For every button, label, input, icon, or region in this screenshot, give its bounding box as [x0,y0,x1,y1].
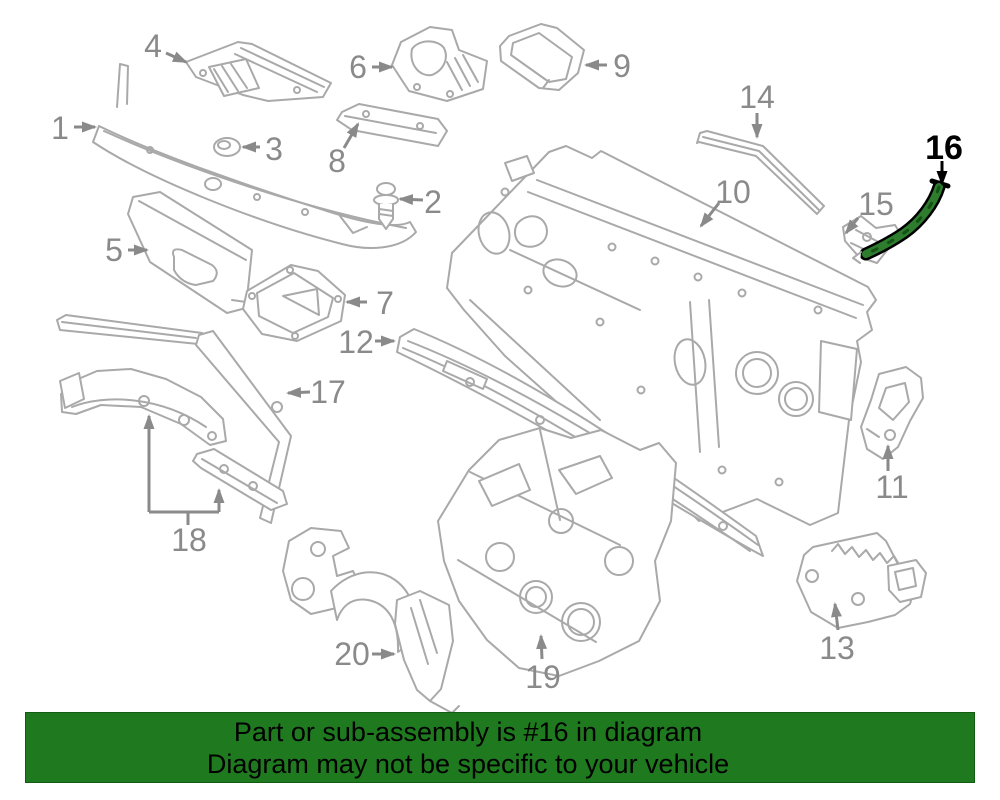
callout-15-arrow [844,217,860,235]
callout-1-label: 1 [51,110,69,146]
part-10-drawing [446,145,877,526]
part-5-drawing [127,191,253,314]
part-6-drawing [391,26,488,102]
part-2-drawing [373,182,399,230]
callout-10-label: 10 [715,174,751,210]
callout-16-label: 16 [925,129,963,167]
part-9-drawing [499,23,585,91]
callout-7-label: 7 [376,285,394,321]
callout-18-label: 18 [171,522,207,558]
banner-line1: Part or sub-assembly is #16 in diagram [233,716,703,747]
callout-12-label: 12 [338,324,374,360]
callout-13-label: 13 [819,630,855,666]
callout-10-arrow [699,202,721,228]
part-20-drawing [282,527,460,714]
callout-17-arrow [286,386,311,398]
part-14-drawing [696,130,825,215]
callout-14-label: 14 [739,79,775,115]
callout-9-label: 9 [613,48,631,84]
highlight-banner: Part or sub-assembly is #16 in diagram D… [25,712,975,783]
callout-4-label: 4 [144,28,162,64]
part-1-drawing [92,63,417,249]
callout-3-label: 3 [265,131,283,167]
part-7-drawing [242,264,346,342]
part-18-drawing [59,368,288,511]
callout-8-label: 8 [328,143,346,179]
callout-19-label: 19 [525,659,561,695]
callout-19-arrow [536,634,548,660]
part-3-drawing [213,137,241,157]
callout-2-label: 2 [424,184,442,220]
callout-8-arrow [342,122,360,149]
callout-5-label: 5 [105,232,123,268]
callout-11-label: 11 [875,469,908,505]
callout-20-label: 20 [334,636,370,672]
callout-13-arrow [831,602,842,631]
callout-6-label: 6 [349,49,367,85]
part-17-drawing [56,314,292,524]
callout-4-arrow [165,51,188,64]
part-4-drawing [185,41,332,102]
banner-line2: Diagram may not be specific to your vehi… [206,748,730,779]
part-11-drawing [860,366,924,460]
part-13-drawing [796,532,927,629]
callout-17-label: 17 [310,374,346,410]
part-8-drawing [336,103,448,147]
part-19-drawing [437,427,677,677]
callout-2-arrow [398,194,424,206]
callout-15-label: 15 [858,186,894,222]
